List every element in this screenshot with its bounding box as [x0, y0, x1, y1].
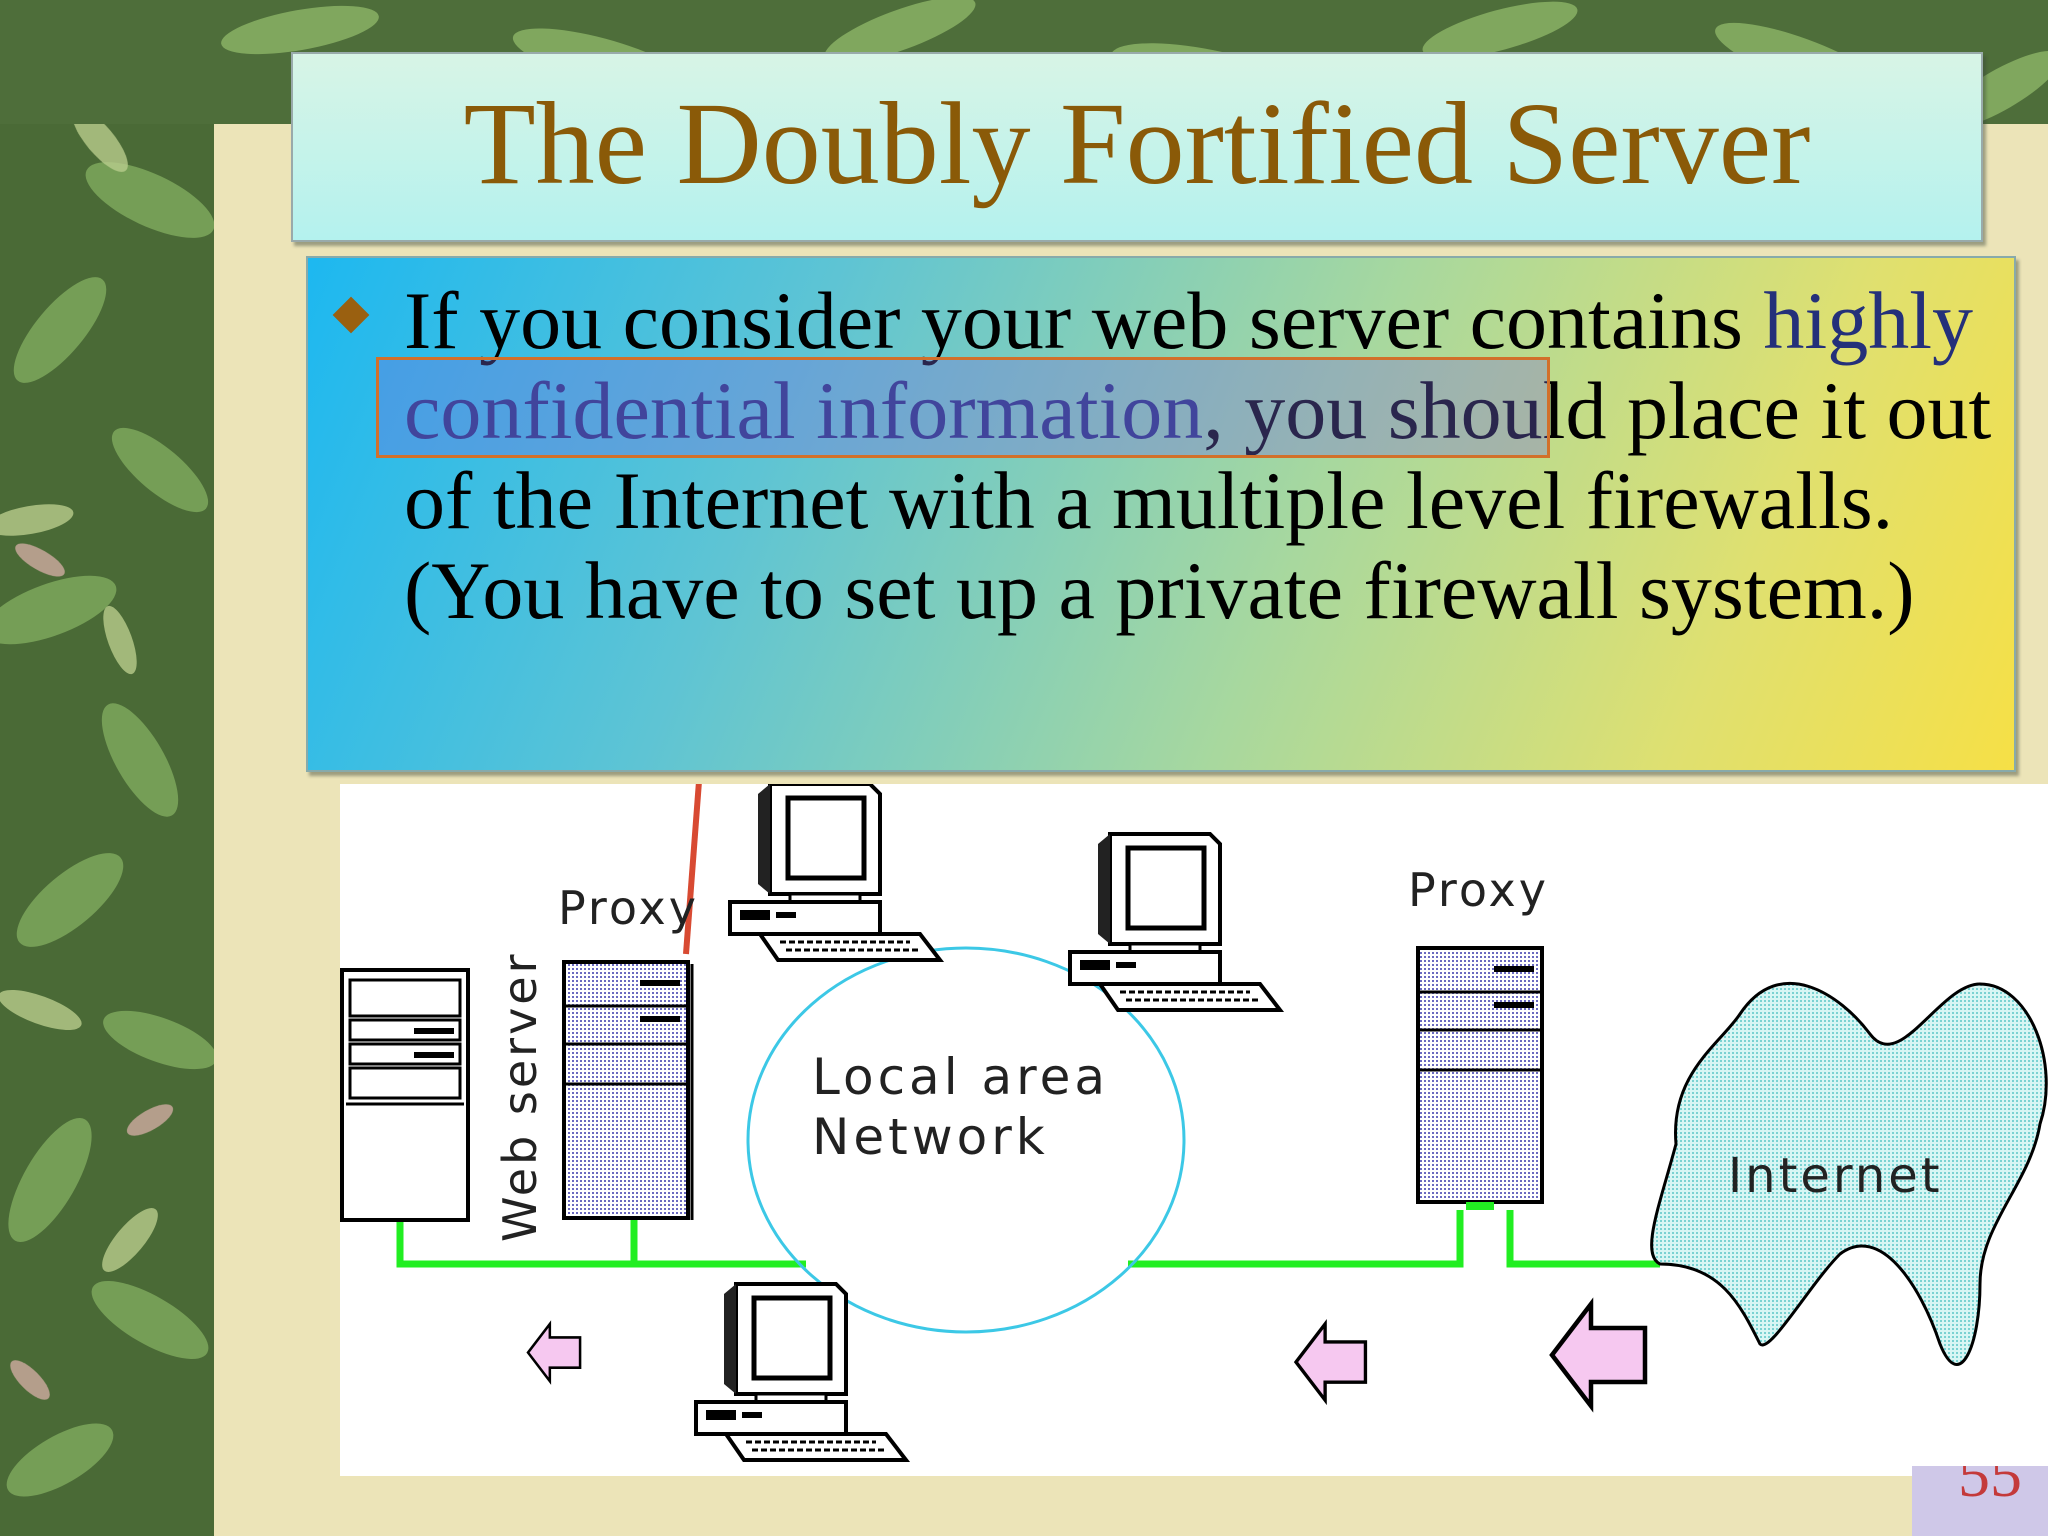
- page-number-box: 55: [1912, 1466, 2048, 1536]
- pointer-line: [683, 784, 702, 955]
- network-diagram: Local area Network Web server Proxy Prox…: [340, 784, 2048, 1476]
- title-box: The Doubly Fortified Server: [291, 52, 1983, 242]
- lan-label-line1: Local area: [812, 1048, 1109, 1106]
- bullet-text-highlight: highly confidential information: [404, 275, 1973, 456]
- bullet-text-after: , you should place it out of the Interne…: [404, 365, 1992, 636]
- slide-title: The Doubly Fortified Server: [463, 78, 1811, 209]
- network-lines: [396, 1210, 1660, 1268]
- internet-cloud: [1650, 981, 2048, 1366]
- proxy-right-label: Proxy: [1408, 863, 1549, 917]
- web-server-icon: [340, 968, 470, 1222]
- bullet-text-before: If you consider your web server contains: [404, 275, 1764, 366]
- diamond-bullet-icon: [332, 296, 370, 334]
- proxy-left-label: Proxy: [558, 881, 699, 935]
- highlight-box: [376, 357, 1550, 458]
- bullet-box: If you consider your web server contains…: [306, 256, 2016, 772]
- internet-label: Internet: [1728, 1148, 1943, 1204]
- foliage-background-left: [0, 0, 214, 1536]
- lan-circle: [746, 946, 1186, 1334]
- page-number: 55: [1958, 1466, 2022, 1510]
- web-server-label: Web server: [493, 951, 547, 1242]
- bullet-text: If you consider your web server contains…: [404, 276, 2004, 636]
- proxy-right-icon: [1416, 946, 1544, 1210]
- lan-label-line2: Network: [812, 1108, 1049, 1166]
- proxy-left-icon: [562, 960, 694, 1220]
